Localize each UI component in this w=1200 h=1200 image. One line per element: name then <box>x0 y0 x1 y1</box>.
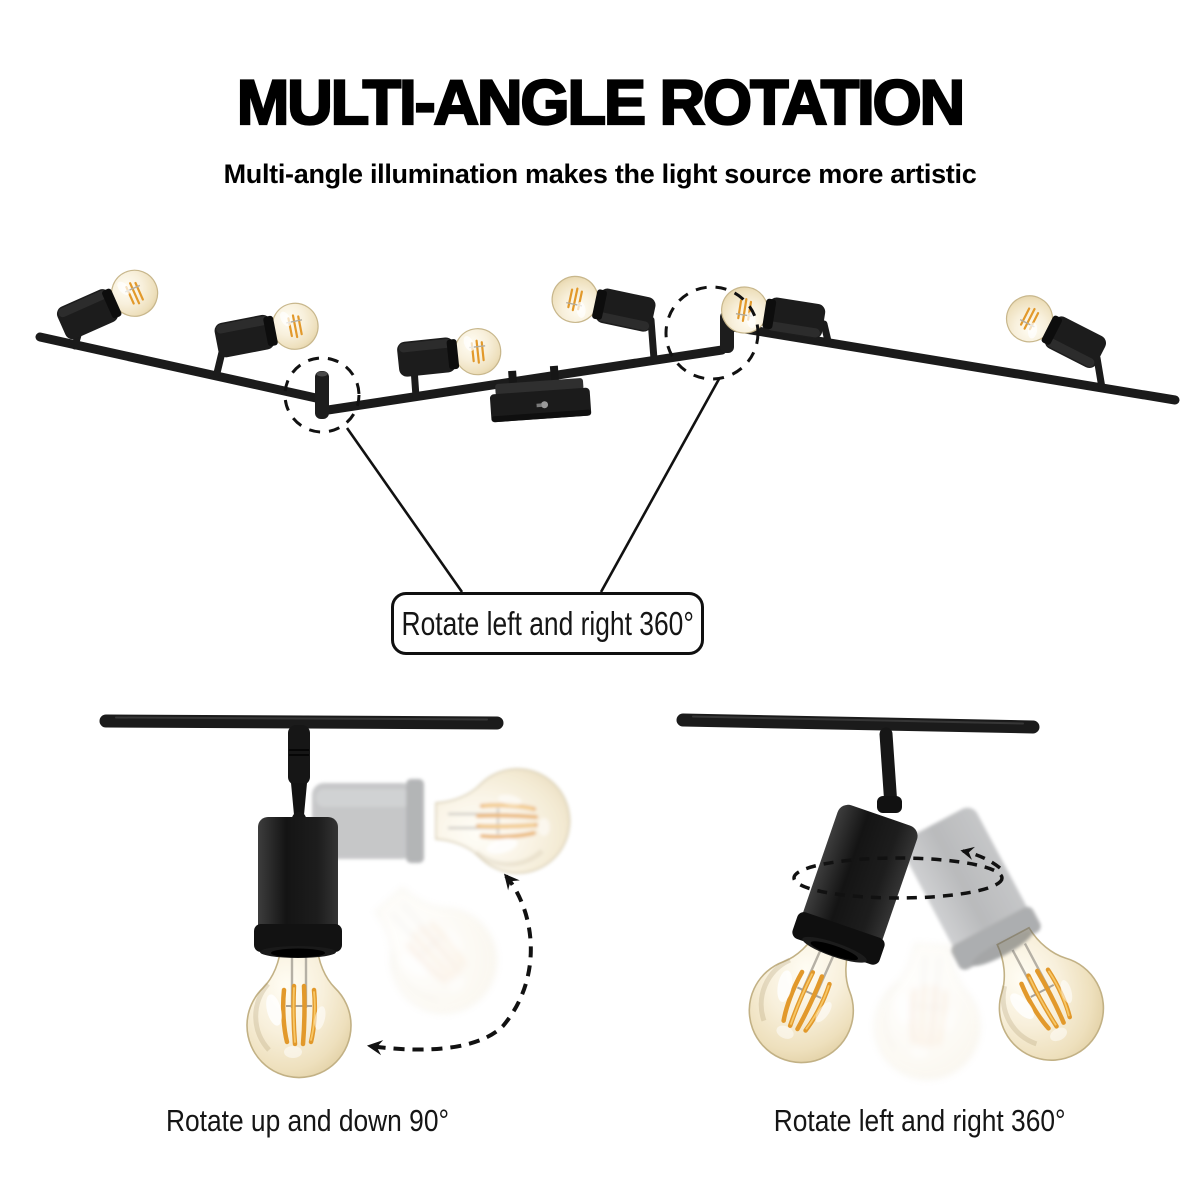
track-fixture <box>35 261 1180 423</box>
callout-label: Rotate left and right 360° <box>401 604 694 642</box>
detail-right-panel <box>676 713 1122 1082</box>
track-rod-right <box>728 322 1180 405</box>
ceiling-mount-box <box>489 365 592 423</box>
ghost-socket <box>901 807 1041 970</box>
spot-head-2 <box>211 298 324 377</box>
spot-head-6 <box>997 286 1113 392</box>
page-subtitle: Multi-angle illumination makes the light… <box>223 159 977 189</box>
track-rod-left <box>35 332 321 403</box>
light-bulb <box>247 944 351 1078</box>
ghost-bulb-faint <box>351 865 518 1034</box>
swivel-pin-left <box>315 371 329 419</box>
detail-rod <box>99 714 504 730</box>
callout-leader-left <box>345 427 464 593</box>
page-title: MULTI-ANGLE ROTATION <box>236 68 967 138</box>
pivot-highlight-circle-left <box>283 356 361 434</box>
spot-head-1 <box>51 261 167 350</box>
swivel-joint <box>288 725 310 826</box>
spot-head-4 <box>546 271 660 363</box>
spot-head-5 <box>717 282 832 347</box>
detail-right-caption: Rotate left and right 360° <box>774 1103 1066 1138</box>
spot-head-3 <box>394 325 505 401</box>
detail-rod <box>676 713 1040 734</box>
callout-box: Rotate left and right 360° <box>391 592 704 655</box>
lamp-socket <box>254 817 342 958</box>
rotation-arc-arrow <box>366 873 533 1056</box>
swivel-stem <box>879 727 898 813</box>
rotation-ellipse-arrow <box>960 846 1002 870</box>
annotations <box>283 285 760 593</box>
pivot-highlight-circle-right <box>664 285 760 381</box>
callout-leader-right <box>599 378 721 593</box>
lamp-socket <box>792 804 918 965</box>
detail-left-panel <box>99 714 570 1078</box>
rotation-ellipse <box>792 856 1004 900</box>
ghost-bulb <box>436 769 570 873</box>
detail-left-caption: Rotate up and down 90° <box>165 1103 449 1138</box>
screw-icon <box>541 401 549 409</box>
